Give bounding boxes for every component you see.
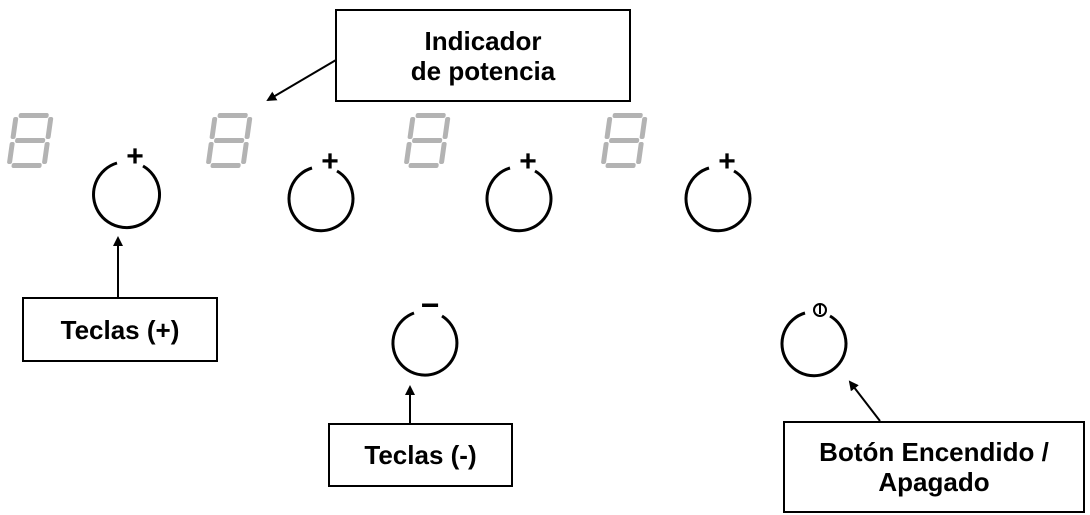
segment-a <box>18 113 49 118</box>
power-key[interactable] <box>780 303 848 378</box>
segment-f <box>604 117 613 139</box>
segment-f <box>407 117 416 139</box>
leader-arrow-indicador <box>266 59 337 102</box>
segment-b <box>244 117 253 139</box>
callout-text-line: Apagado <box>878 467 990 497</box>
segment-d <box>11 163 42 168</box>
seven-segment-digit <box>7 113 54 168</box>
segment-e <box>206 142 214 164</box>
segment-b <box>639 117 648 139</box>
segment-c <box>636 142 644 164</box>
segment-a <box>415 113 446 118</box>
plus-key-1[interactable]: + <box>92 140 161 230</box>
plus-icon: + <box>718 145 736 178</box>
leader-arrow-power <box>848 380 881 422</box>
plus-icon: + <box>321 145 339 178</box>
segment-e <box>404 142 412 164</box>
segment-b <box>442 117 451 139</box>
segment-c <box>241 142 249 164</box>
seven-segment-digit <box>206 113 253 168</box>
plus-key-ring[interactable] <box>287 166 355 233</box>
plus-key-ring[interactable] <box>92 161 161 230</box>
segment-e <box>7 142 15 164</box>
plus-key-ring[interactable] <box>684 166 752 233</box>
seven-segment-digit <box>404 113 451 168</box>
power-display-4 <box>601 113 648 168</box>
segment-f <box>209 117 218 139</box>
callout-text-line: Indicador <box>424 25 542 56</box>
segment-a <box>612 113 643 118</box>
callout-teclas-plus: Teclas (+) <box>22 297 218 362</box>
segment-d <box>605 163 636 168</box>
power-key-ring[interactable] <box>780 311 848 378</box>
callout-boton-encendido: Botón Encendido / Apagado <box>783 421 1085 513</box>
segment-f <box>10 117 19 139</box>
callout-indicador-potencia: Indicador de potencia <box>335 9 631 102</box>
callout-text: Teclas (-) <box>364 440 477 470</box>
segment-d <box>408 163 439 168</box>
segment-b <box>45 117 54 139</box>
power-display-3 <box>404 113 451 168</box>
plus-key-2[interactable]: + <box>287 145 355 233</box>
seven-segment-digit <box>601 113 648 168</box>
segment-c <box>439 142 447 164</box>
minus-icon: − <box>421 287 440 323</box>
plus-key-ring[interactable] <box>485 166 553 233</box>
power-display-1 <box>7 113 54 168</box>
segment-e <box>601 142 609 164</box>
segment-a <box>217 113 248 118</box>
segment-g <box>214 138 245 143</box>
plus-key-4[interactable]: + <box>684 145 752 233</box>
minus-key[interactable]: − <box>391 287 459 377</box>
plus-icon: + <box>519 145 537 178</box>
callout-text-line: Botón Encendido / <box>819 437 1049 467</box>
plus-icon: + <box>126 140 144 173</box>
segment-g <box>15 138 46 143</box>
callout-text: Teclas (+) <box>60 314 180 345</box>
segment-d <box>210 163 241 168</box>
segment-c <box>42 142 50 164</box>
minus-key-ring[interactable] <box>391 311 459 377</box>
segment-g <box>412 138 443 143</box>
callout-text-line: de potencia <box>410 55 556 86</box>
plus-key-3[interactable]: + <box>485 145 553 233</box>
callout-teclas-minus: Teclas (-) <box>328 423 513 487</box>
power-display-2 <box>206 113 253 168</box>
power-icon <box>813 303 827 317</box>
segment-g <box>609 138 640 143</box>
